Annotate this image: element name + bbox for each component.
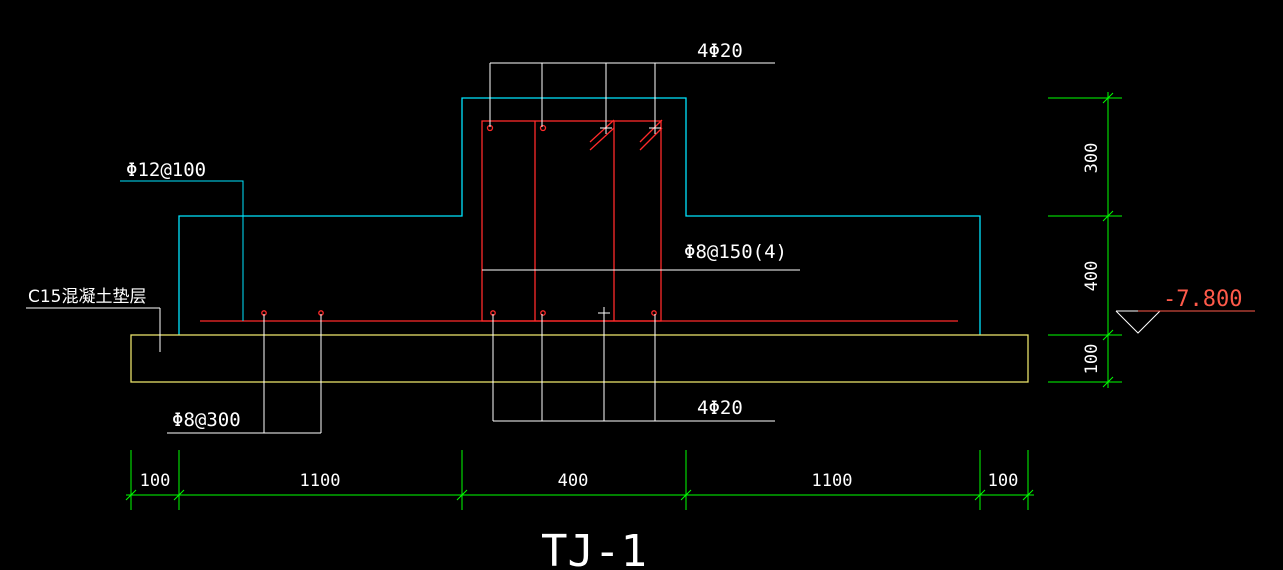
horizontal-dimension <box>125 450 1034 510</box>
rebar-dot <box>651 310 657 316</box>
stirrup-label: Φ8@150(4) <box>684 241 787 263</box>
cushion-layer <box>130 334 1029 383</box>
dim-h-3: 400 <box>558 471 589 491</box>
rebar-hook <box>589 127 615 151</box>
elevation-label: -7.800 <box>1163 287 1242 312</box>
dim-v-2: 400 <box>1082 261 1102 292</box>
dim-h-4: 1100 <box>812 471 853 491</box>
cushion-label: C15混凝土垫层 <box>28 287 147 307</box>
side-rebar-label: Φ12@100 <box>126 159 206 181</box>
rebar-hook <box>639 119 663 143</box>
vertical-dimension <box>1048 92 1122 388</box>
column-stirrup-outer <box>481 120 662 322</box>
side-rebar-leader <box>120 180 244 321</box>
leader-group <box>26 62 800 434</box>
rebar-dot <box>540 310 546 316</box>
drawing-title: TJ-1 <box>541 526 647 570</box>
foundation-outline <box>178 97 981 335</box>
rebar-dot <box>539 124 547 132</box>
elevation-symbol <box>1115 310 1255 334</box>
rebar-hook <box>589 119 615 143</box>
top-rebar-label: 4Φ20 <box>697 40 743 62</box>
dim-v-1: 300 <box>1082 143 1102 174</box>
distribution-rebar-label: Φ8@300 <box>172 409 241 431</box>
dim-h-2: 1100 <box>300 471 341 491</box>
dim-v-3: 100 <box>1082 344 1102 375</box>
rebar-hook <box>639 127 663 151</box>
bottom-rebar-label: 4Φ20 <box>697 397 743 419</box>
dim-h-5: 100 <box>988 471 1019 491</box>
rebar-group <box>200 119 958 322</box>
dim-h-1: 100 <box>140 471 171 491</box>
